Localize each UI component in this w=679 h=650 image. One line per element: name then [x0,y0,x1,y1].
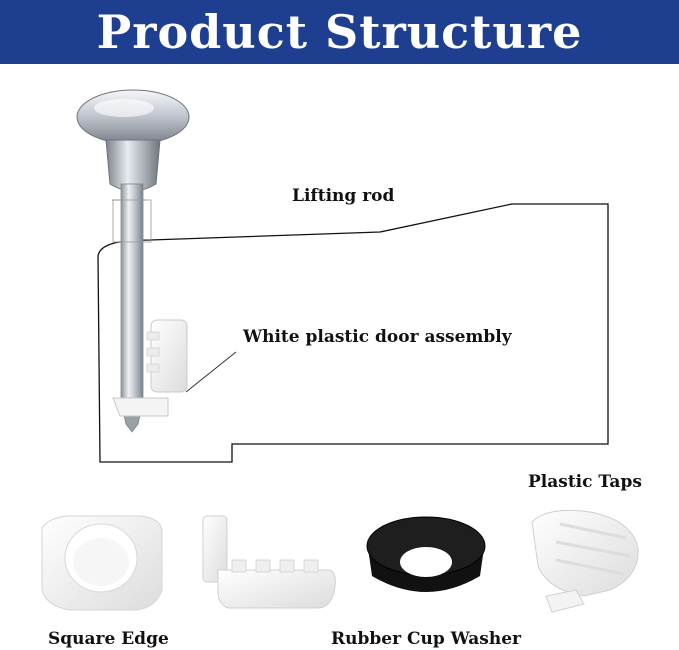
title-banner: Product Structure [0,0,679,64]
door-clip-part [202,515,336,609]
lifting-rod [76,89,190,433]
door-assembly-callout-line [185,351,237,393]
rod-shaft [120,183,144,403]
basin-outline [97,203,609,463]
plastic-taps-part [531,509,639,613]
plastic-taps-label: Plastic Taps [528,472,642,492]
square-edge-label: Square Edge [48,629,169,649]
rod-collar [105,139,161,192]
rubber-cup-washer-part [366,516,486,592]
rod-sleeve-outline [112,199,152,243]
rod-cap [76,89,190,145]
lifting-rod-label: Lifting rod [292,186,395,206]
door-assembly-label: White plastic door assembly [243,327,512,347]
square-edge-part [41,515,163,611]
rod-cap-highlight [94,99,154,117]
page-title: Product Structure [96,5,583,59]
door-assembly [112,319,188,417]
rubber-cup-washer-label: Rubber Cup Washer [331,629,521,649]
